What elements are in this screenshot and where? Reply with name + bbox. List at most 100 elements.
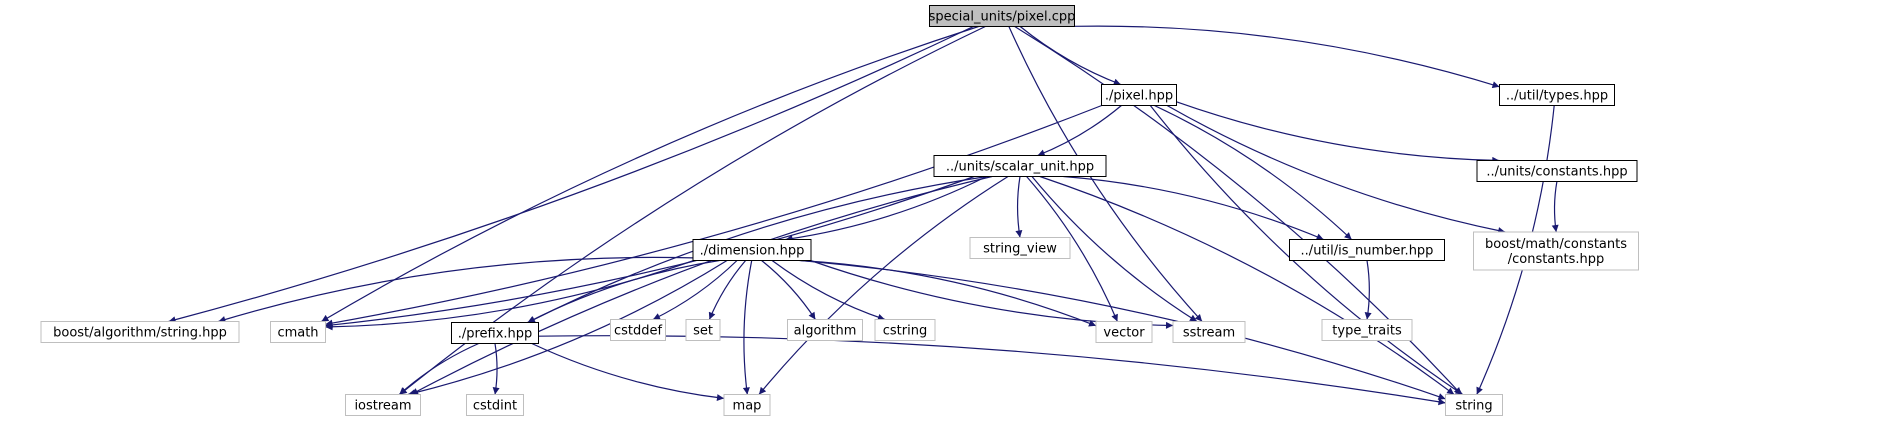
edge-scalar_unit-to-iostream xyxy=(410,175,993,396)
node-boost_constants: boost/math/constants/constants.hpp xyxy=(1473,231,1639,271)
edge-dimension-to-cstddef xyxy=(652,260,738,321)
edge-dimension-to-set xyxy=(708,260,747,320)
node-label-dimension: ./dimension.hpp xyxy=(700,244,805,259)
edge-dimension-to-prefix xyxy=(527,259,720,324)
edge-scalar_unit-to-map xyxy=(758,175,1009,395)
node-label-algorithm: algorithm xyxy=(794,324,857,339)
node-label-type_traits: type_traits xyxy=(1332,324,1402,339)
node-label-set: set xyxy=(693,324,713,339)
edge-root-to-sstream xyxy=(1008,26,1203,322)
node-box-set xyxy=(685,319,721,341)
node-label-string_view: string_view xyxy=(983,242,1057,257)
edge-dimension-to-iostream xyxy=(407,259,728,397)
node-label-prefix: ./prefix.hpp xyxy=(458,327,533,342)
node-prefix[interactable]: ./prefix.hpp xyxy=(451,322,539,344)
edge-scalar_unit-to-vector xyxy=(1026,176,1118,322)
node-constants_hpp[interactable]: ../units/constants.hpp xyxy=(1476,160,1638,182)
node-label-pixel_hpp: ./pixel.hpp xyxy=(1105,89,1173,104)
node-label-string: string xyxy=(1455,399,1492,414)
node-box-is_number xyxy=(1289,239,1445,261)
edge-pixel_hpp-to-string xyxy=(1149,105,1464,395)
edge-root-to-boost_string xyxy=(168,25,974,324)
node-box-vector xyxy=(1095,321,1153,343)
node-box-algorithm xyxy=(787,319,863,341)
node-pixel_hpp[interactable]: ./pixel.hpp xyxy=(1101,84,1177,106)
node-cmath: cmath xyxy=(270,321,326,343)
edge-prefix-to-cstdint xyxy=(492,343,500,395)
node-box-pixel_hpp xyxy=(1101,84,1177,106)
edge-scalar_unit-to-prefix xyxy=(527,175,988,324)
edge-dimension-to-vector xyxy=(799,259,1097,327)
node-dimension[interactable]: ./dimension.hpp xyxy=(692,239,812,261)
node-iostream: iostream xyxy=(345,394,421,416)
edge-scalar_unit-to-sstream xyxy=(1031,176,1198,323)
edge-scalar_unit-to-string_view xyxy=(1015,176,1023,238)
edge-prefix-to-string xyxy=(538,335,1446,406)
node-types_hpp[interactable]: ../util/types.hpp xyxy=(1499,84,1615,106)
node-algorithm: algorithm xyxy=(787,319,863,341)
node-label-cstddef: cstddef xyxy=(614,324,663,339)
node-box-boost_constants xyxy=(1473,231,1639,271)
node-label-sstream: sstream xyxy=(1183,326,1235,341)
node-label-boost_constants: /constants.hpp xyxy=(1508,252,1605,267)
edge-scalar_unit-to-cmath xyxy=(325,175,975,329)
edge-constants_hpp-to-boost_constants xyxy=(1551,181,1559,233)
node-label-boost_string: boost/algorithm/string.hpp xyxy=(53,326,227,341)
edge-dimension-to-map xyxy=(742,260,753,395)
node-set: set xyxy=(685,319,721,341)
node-box-dimension xyxy=(692,239,812,261)
edge-dimension-to-cstring xyxy=(771,260,886,321)
node-type_traits: type_traits xyxy=(1321,319,1413,341)
node-box-type_traits xyxy=(1321,319,1413,341)
node-box-prefix xyxy=(451,322,539,344)
node-label-scalar_unit: ../units/scalar_unit.hpp xyxy=(946,160,1094,175)
node-label-cmath: cmath xyxy=(277,326,318,341)
node-box-types_hpp xyxy=(1499,84,1615,106)
node-label-types_hpp: ../util/types.hpp xyxy=(1506,89,1608,104)
node-box-string_view xyxy=(969,237,1071,259)
edge-root-to-cmath xyxy=(321,25,979,323)
node-boost_string: boost/algorithm/string.hpp xyxy=(40,321,240,343)
node-box-cstddef xyxy=(610,319,666,341)
edge-pixel_hpp-to-scalar_unit xyxy=(1037,105,1122,157)
edge-scalar_unit-to-string xyxy=(1039,175,1455,395)
node-box-cstring xyxy=(874,319,936,341)
node-label-cstring: cstring xyxy=(883,324,927,339)
edge-dimension-to-boost_string xyxy=(218,256,694,323)
node-string_view: string_view xyxy=(969,237,1071,259)
node-box-scalar_unit xyxy=(933,155,1107,177)
node-cstddef: cstddef xyxy=(610,319,666,341)
edge-pixel_hpp-to-boost_constants xyxy=(1166,104,1506,235)
node-cstdint: cstdint xyxy=(466,394,524,416)
edge-dimension-to-string xyxy=(800,259,1446,400)
node-vector: vector xyxy=(1095,321,1153,343)
node-box-string xyxy=(1445,394,1503,416)
edge-pixel_hpp-to-cmath xyxy=(325,104,1102,327)
edge-root-to-pixel_hpp xyxy=(1019,26,1122,86)
node-box-cmath xyxy=(270,321,326,343)
edge-root-to-types_hpp xyxy=(1074,25,1500,89)
node-label-boost_constants: boost/math/constants xyxy=(1485,237,1627,252)
edge-pixel_hpp-to-constants_hpp xyxy=(1176,101,1500,164)
edge-prefix-to-map xyxy=(531,342,725,402)
edges-layer xyxy=(168,25,1559,406)
node-box-map xyxy=(723,394,771,416)
node-label-iostream: iostream xyxy=(354,399,411,414)
node-root[interactable]: special_units/pixel.cpp xyxy=(929,5,1076,27)
node-label-cstdint: cstdint xyxy=(473,399,517,414)
node-label-vector: vector xyxy=(1103,326,1145,341)
node-scalar_unit[interactable]: ../units/scalar_unit.hpp xyxy=(933,155,1107,177)
edge-pixel_hpp-to-is_number xyxy=(1154,104,1353,240)
edge-prefix-to-iostream xyxy=(398,342,479,395)
node-cstring: cstring xyxy=(874,319,936,341)
edge-dimension-to-sstream xyxy=(810,259,1174,329)
node-label-constants_hpp: ../units/constants.hpp xyxy=(1486,165,1627,180)
node-map: map xyxy=(723,394,771,416)
node-box-constants_hpp xyxy=(1476,160,1638,182)
node-is_number[interactable]: ../util/is_number.hpp xyxy=(1289,239,1445,261)
node-box-boost_string xyxy=(40,321,240,343)
edge-scalar_unit-to-dimension xyxy=(785,175,987,242)
node-box-root xyxy=(929,5,1075,27)
edge-dimension-to-cmath xyxy=(325,259,695,331)
